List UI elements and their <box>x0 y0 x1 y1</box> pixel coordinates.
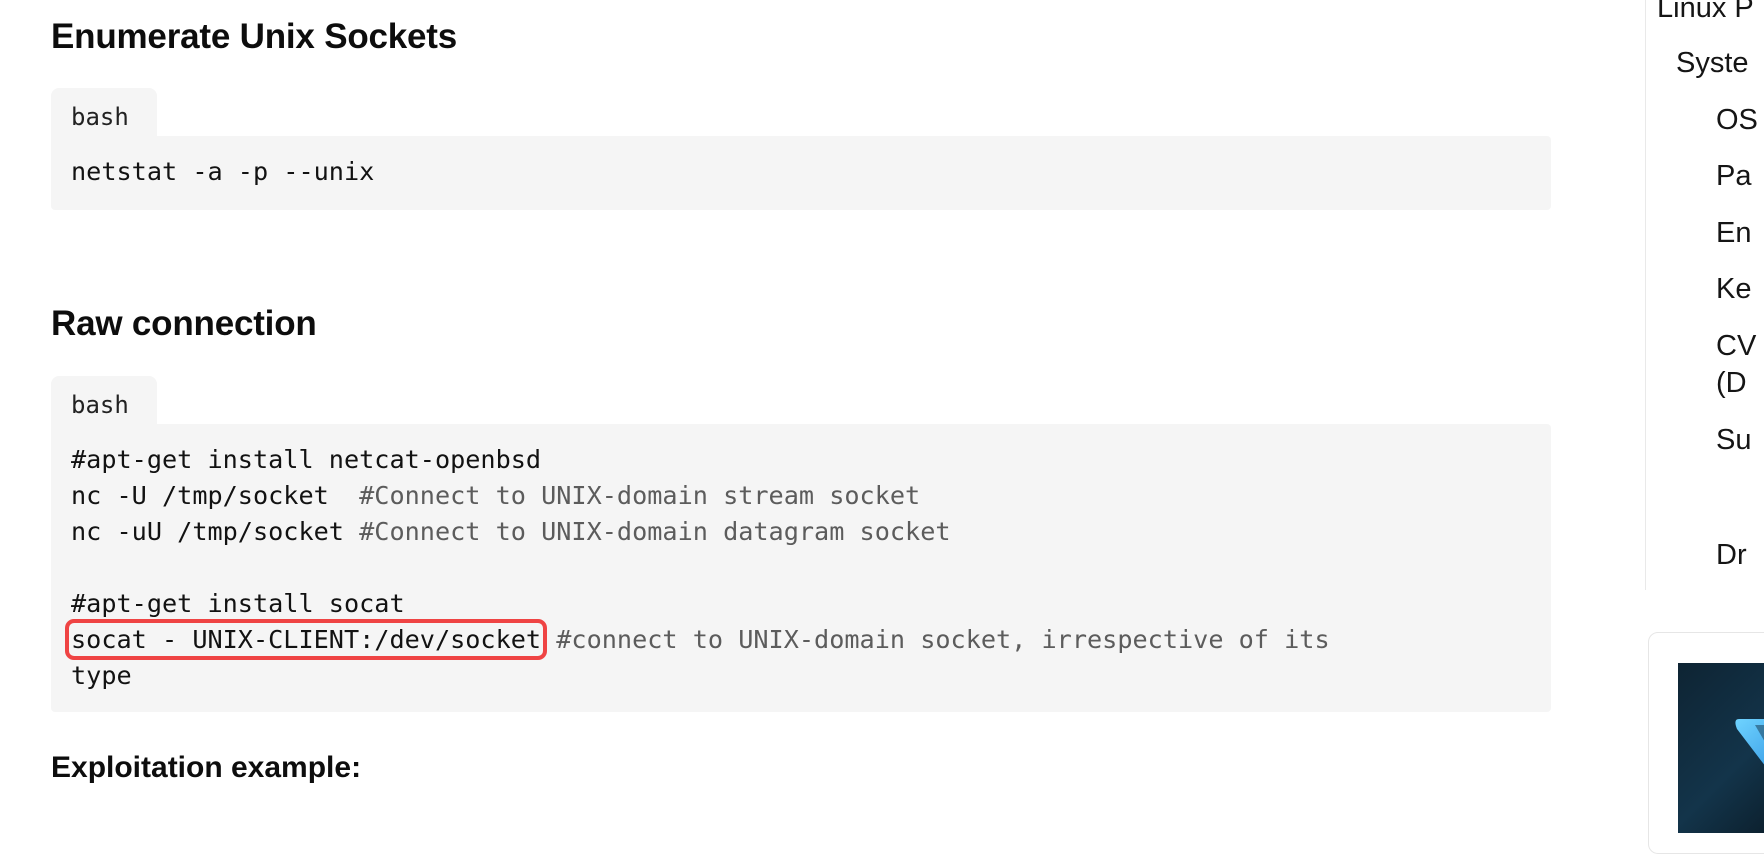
toc-item-cve-detail[interactable]: (D <box>1716 367 1747 399</box>
highlighted-command[interactable]: socat - UNIX-CLIENT:/dev/socket <box>64 619 548 660</box>
code-comment-line: #apt-get install netcat-openbsd <box>71 445 542 474</box>
shield-logo-icon <box>1735 719 1764 765</box>
code-comment: #Connect to UNIX-domain stream socket <box>359 481 921 510</box>
code-language-tab[interactable]: bash <box>51 88 157 136</box>
toc-item-os[interactable]: OS <box>1716 104 1758 136</box>
code-blank-line <box>71 550 1551 586</box>
article-content: Enumerate Unix Sockets bash netstat -a -… <box>51 17 1330 784</box>
code-language-tab[interactable]: bash <box>51 376 157 424</box>
code-line: nc -U /tmp/socket #Connect to UNIX-domai… <box>71 478 1551 514</box>
code-block-netstat[interactable]: netstat -a -p --unix <box>51 136 1551 210</box>
toc-item-linux-privesc[interactable]: Linux P <box>1657 0 1754 24</box>
heading-enumerate-unix-sockets: Enumerate Unix Sockets <box>51 17 458 56</box>
toc-item-env[interactable]: En <box>1716 217 1752 249</box>
toc-item-drives[interactable]: Dr <box>1716 539 1747 571</box>
code-comment: #Connect to UNIX-domain datagram socket <box>359 517 951 546</box>
code-command: nc -uU /tmp/socket <box>71 517 360 546</box>
code-comment: #connect to UNIX-domain socket, irrespec… <box>541 625 1330 654</box>
toc-divider <box>1645 0 1646 590</box>
sponsor-image[interactable] <box>1678 663 1764 833</box>
code-block-raw-connection[interactable]: #apt-get install netcat-openbsd nc -U /t… <box>51 424 1551 712</box>
heading-exploitation-example: Exploitation example: <box>51 751 362 784</box>
toc-item-cve[interactable]: CV <box>1716 330 1757 362</box>
toc-item-kernel[interactable]: Ke <box>1716 273 1752 305</box>
code-command: nc -U /tmp/socket <box>71 481 360 510</box>
toc-item-sudo[interactable]: Su <box>1716 424 1752 456</box>
code-line: nc -uU /tmp/socket #Connect to UNIX-doma… <box>71 514 1551 550</box>
code-comment-line: type <box>71 661 132 690</box>
code-comment-line: #apt-get install socat <box>71 589 405 618</box>
code-line: socat - UNIX-CLIENT:/dev/socket #connect… <box>64 619 1551 660</box>
code-line: netstat -a -p --unix <box>71 157 375 186</box>
toc-item-path[interactable]: Pa <box>1716 160 1752 192</box>
heading-raw-connection: Raw connection <box>51 304 317 343</box>
toc-item-system[interactable]: Syste <box>1676 47 1749 79</box>
